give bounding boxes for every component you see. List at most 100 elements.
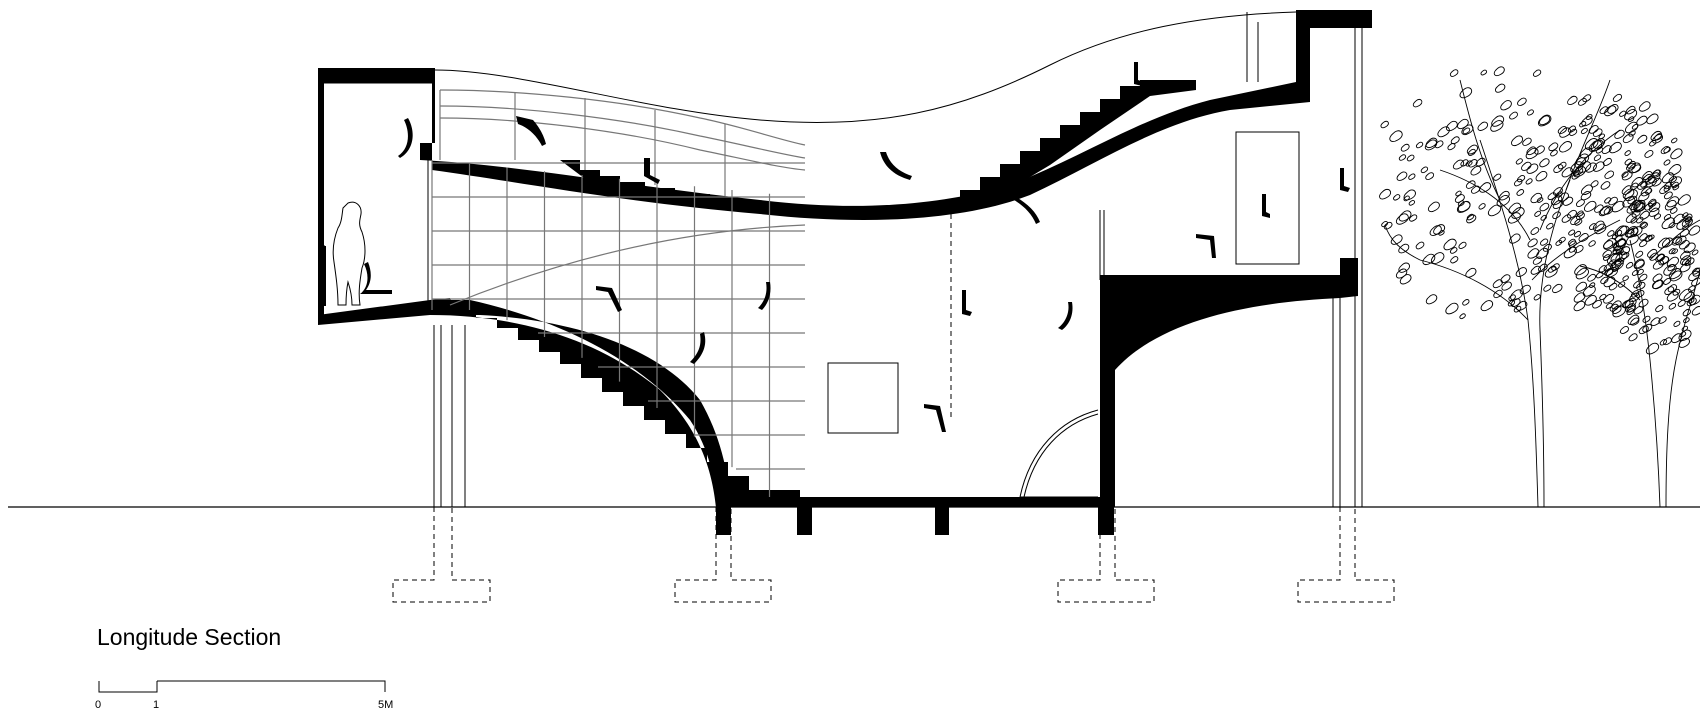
leaf-mark — [1650, 317, 1661, 327]
leaf-mark — [1622, 275, 1629, 282]
leaf-mark — [1658, 316, 1667, 324]
scale-label-5m: 5M — [378, 699, 393, 711]
leaf-mark — [1498, 190, 1510, 201]
leaf-mark — [1671, 236, 1683, 246]
leaf-mark — [1624, 150, 1631, 156]
leaf-mark — [1625, 213, 1637, 223]
leaf-mark — [1540, 214, 1547, 221]
leaf-mark — [1589, 223, 1597, 230]
leaf-mark — [1670, 207, 1678, 214]
leaf-mark — [1427, 201, 1440, 213]
leaf-mark — [1477, 121, 1489, 131]
leaf-mark — [1592, 161, 1605, 172]
leaf-mark — [1533, 294, 1541, 301]
leaf-mark — [1425, 172, 1435, 180]
leaf-mark — [1465, 160, 1473, 167]
leaf-mark — [1492, 279, 1503, 289]
leaf-mark — [1612, 265, 1620, 272]
leaf-mark — [1604, 170, 1615, 180]
leaf-mark — [1580, 127, 1588, 134]
leaf-mark — [1663, 146, 1671, 154]
leaf-mark — [1600, 181, 1611, 190]
leaf-mark — [1599, 293, 1607, 301]
leaf-mark — [1630, 317, 1640, 326]
leaf-mark — [1575, 153, 1590, 166]
leaf-mark — [1511, 207, 1525, 219]
leaf-mark — [1638, 191, 1650, 202]
door-swing — [1019, 409, 1099, 498]
leaf-mark — [1515, 158, 1523, 165]
leaf-mark — [1652, 273, 1663, 283]
leaf-mark — [1610, 252, 1623, 263]
leaf-mark — [1578, 97, 1587, 106]
leaf-mark — [1460, 159, 1469, 167]
leaf-mark — [1399, 274, 1412, 285]
leaf-mark — [1654, 133, 1663, 141]
leaf-mark — [1648, 200, 1657, 208]
leaf-mark — [1639, 221, 1647, 228]
leaf-mark — [1664, 191, 1673, 200]
leaf-mark — [1466, 144, 1479, 155]
leaf-mark — [1501, 281, 1512, 291]
leaf-mark — [1562, 196, 1574, 206]
leaf-mark — [1511, 135, 1524, 147]
leaf-mark — [1626, 227, 1639, 238]
leaf-mark — [1479, 182, 1492, 193]
leaf-mark — [1527, 109, 1534, 116]
leaf-mark — [1555, 239, 1563, 246]
leaf-mark — [1615, 238, 1626, 248]
floor-slab — [318, 300, 731, 507]
leaf-mark — [1651, 169, 1662, 179]
leaf-mark — [1683, 291, 1695, 302]
leaf-mark — [1567, 209, 1577, 219]
leaf-mark — [1495, 83, 1506, 93]
leaf-mark — [1530, 227, 1540, 235]
leaf-mark — [1612, 248, 1620, 255]
leaf-mark — [1683, 242, 1696, 254]
leaf-mark — [1636, 115, 1648, 126]
leaf-mark — [1380, 120, 1389, 129]
leaf-mark — [1544, 266, 1558, 278]
leaf-mark — [1685, 257, 1695, 266]
leaf-mark — [1628, 333, 1638, 342]
leaf-mark — [1493, 289, 1503, 299]
leaf-mark — [1661, 172, 1675, 184]
leaf-mark — [1508, 294, 1516, 301]
leaf-mark — [1582, 285, 1596, 297]
leaf-mark — [1420, 166, 1429, 174]
leaf-mark — [1452, 159, 1465, 170]
leaf-mark — [1688, 225, 1700, 236]
leaf-mark — [1638, 298, 1649, 308]
leaf-mark — [1471, 185, 1481, 194]
leaf-mark — [1509, 233, 1521, 244]
leaf-mark — [1682, 224, 1689, 231]
leaf-mark — [1500, 100, 1512, 111]
leaf-mark — [1625, 261, 1634, 269]
leaf-mark — [1625, 233, 1639, 246]
leaf-mark — [1598, 133, 1605, 140]
leaf-mark — [1621, 185, 1633, 195]
foundations — [392, 507, 1395, 603]
leaf-mark — [1611, 200, 1625, 213]
leaf-mark — [1552, 283, 1563, 294]
leaf-mark — [1530, 265, 1541, 275]
leaf-mark — [1406, 154, 1415, 162]
leaf-mark — [1550, 149, 1558, 157]
leaf-mark — [1671, 181, 1679, 189]
leaf-mark — [1611, 305, 1622, 314]
leaf-mark — [1588, 240, 1596, 247]
leaf-mark — [1539, 158, 1550, 168]
leaf-mark — [1648, 202, 1661, 213]
leaf-mark — [1642, 315, 1651, 323]
leaf-mark — [1400, 143, 1410, 152]
leaf-mark — [1573, 300, 1586, 312]
leaf-mark — [1522, 137, 1532, 146]
left-room — [318, 68, 435, 323]
leaf-mark — [1604, 268, 1614, 277]
leaf-mark — [1681, 212, 1689, 219]
leaf-mark — [1532, 256, 1543, 265]
leaf-mark — [1558, 236, 1566, 243]
leaf-mark — [1645, 235, 1653, 242]
leaf-mark — [1663, 277, 1672, 285]
leaf-mark — [1671, 137, 1678, 144]
